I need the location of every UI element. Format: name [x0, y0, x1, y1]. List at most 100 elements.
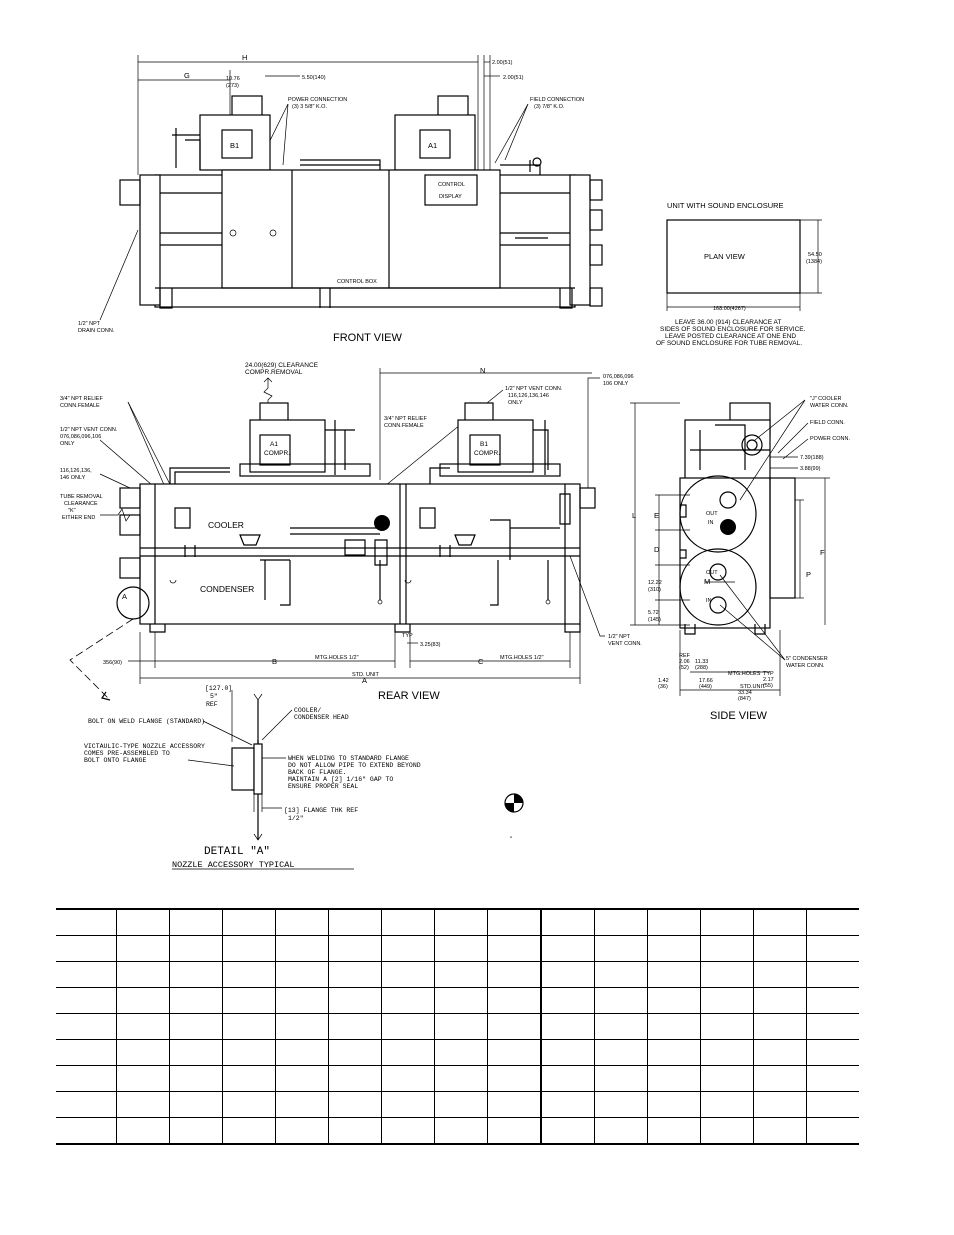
table-cell [56, 1091, 117, 1118]
table-cell [275, 1013, 329, 1040]
table-cell [753, 908, 807, 936]
models-label-1: 116,126,136, [60, 468, 92, 474]
table-cell [806, 1091, 859, 1118]
plan-view-label: PLAN VIEW [704, 252, 746, 261]
table-cell [328, 961, 382, 988]
table-cell [700, 1065, 754, 1092]
table-cell [169, 1039, 223, 1066]
side-view-title: SIDE VIEW [710, 710, 767, 722]
side-out-1: OUT [706, 511, 718, 517]
table-cell [806, 1065, 859, 1092]
dim-1076-label: 10.76 [226, 76, 240, 82]
side-out-2: OUT [706, 570, 718, 576]
enclosure-note-3: LEAVE POSTED CLEARANCE AT ONE END [665, 333, 796, 340]
rear-comp-a1-label: A1 [270, 441, 278, 448]
control-display-label-2: DISPLAY [439, 194, 462, 200]
dim-D-label: D [654, 545, 660, 554]
table-cell [381, 1117, 435, 1145]
enclosure-side-dim-mm: (1384) [806, 259, 822, 265]
dim-N-label: N [480, 366, 485, 375]
control-box-label: CONTROL BOX [337, 279, 377, 285]
tube-label-1: TUBE REMOVAL [60, 494, 103, 500]
relief-label-2: CONN.FEMALE [60, 403, 100, 409]
rear-view: 24.00(629) CLEARANCE COMPR.REMOVAL N 3/4… [60, 362, 642, 702]
typ-label: TYP [402, 633, 413, 639]
table-cell [275, 1065, 329, 1092]
models-top-label-1: 076,086,096 [603, 374, 634, 380]
table-cell [116, 908, 170, 936]
field-connection-size-label: (3) 7/8" K.O. [534, 104, 565, 110]
table-cell [594, 1065, 648, 1092]
table-cell [806, 1013, 859, 1040]
dim-1076-mm-label: (273) [226, 83, 239, 89]
table-cell [328, 1065, 382, 1092]
dim-325-label: 3.25(83) [420, 642, 441, 648]
field-conn-label: FIELD CONN. [810, 420, 845, 426]
j-cooler-label-2: WATER CONN. [810, 403, 849, 409]
detail-ref-2: 5" [210, 693, 218, 700]
detail-welding-label-4: MAINTAIN A [2] 1/16" GAP TO [288, 776, 393, 783]
vent-right-label-3: ONLY [508, 400, 523, 406]
table-cell [116, 935, 170, 962]
detail-ref-1: [127.0] [205, 685, 232, 692]
table-cell [647, 935, 701, 962]
dimensions-table [56, 908, 859, 1145]
table-row [56, 1117, 859, 1145]
table-cell [806, 987, 859, 1014]
table-cell [381, 1039, 435, 1066]
detail-subtitle: NOZZLE ACCESSORY TYPICAL [172, 860, 294, 870]
table-cell [434, 961, 488, 988]
field-connection-label: FIELD CONNECTION [530, 97, 584, 103]
table-cell [806, 1117, 859, 1145]
condenser-circle [679, 548, 757, 626]
table-cell [647, 1065, 701, 1092]
table-cell [381, 987, 435, 1014]
enclosure-bottom-dim: 168.00(4267) [713, 306, 746, 312]
table-row [56, 1013, 859, 1040]
mtg-holes-label-2: MTG.HOLES 1/2" [500, 655, 544, 661]
dim-200a-label: 2.00(51) [492, 60, 513, 66]
condenser-water-label-2: WATER CONN. [786, 663, 825, 669]
dim-1222-label: 12.22 [648, 580, 662, 586]
table-cell [540, 1039, 595, 1066]
detail-a-callout-letter: A [122, 592, 127, 601]
rear-comp-b1-label: B1 [480, 441, 488, 448]
table-cell [700, 1117, 754, 1145]
j-cooler-label-1: "J" COOLER [810, 396, 841, 402]
center-of-gravity-icon [504, 793, 524, 813]
detail-title: DETAIL "A" [204, 846, 270, 858]
drawing-canvas: H G 10.76 (273) 5.50(140) 2.00(51) 2.00(… [60, 53, 851, 870]
table-cell [647, 1013, 701, 1040]
table-row [56, 908, 859, 936]
dim-C-label: C [478, 657, 484, 666]
vent-left-label-2: 076,086,096,106 [60, 434, 101, 440]
dim-E-label: E [654, 511, 659, 520]
vent-conn-label-1: 1/2" NPT [608, 634, 631, 640]
enclosure-note-1: LEAVE 36.00 (914) CLEARANCE AT [675, 319, 781, 326]
dim-1133-mm-label: (288) [695, 665, 708, 671]
vent-right-label-1: 1/2" NPT VENT CONN. [505, 386, 563, 392]
table-cell [700, 1039, 754, 1066]
dim-388-label: 3.88(99) [800, 466, 821, 472]
ref-label: REF [679, 653, 691, 659]
table-cell [56, 935, 117, 962]
enclosure-note-4: OF SOUND ENCLOSURE FOR TUBE REMOVAL. [656, 340, 802, 347]
dim-A-label: A [362, 676, 367, 685]
dim-206-mm-label: (52) [679, 665, 689, 671]
table-cell [647, 908, 701, 936]
table-cell [116, 1039, 170, 1066]
table-cell [434, 1117, 488, 1145]
sound-enclosure: UNIT WITH SOUND ENCLOSURE PLAN VIEW 54.5… [656, 201, 822, 347]
table-cell [594, 1091, 648, 1118]
dim-1766-label: 17.66 [699, 678, 713, 684]
table-cell [222, 1039, 276, 1066]
table-cell [222, 1091, 276, 1118]
table-cell [116, 961, 170, 988]
table-cell [116, 1013, 170, 1040]
table-cell [753, 961, 807, 988]
dim-P-label: P [806, 570, 811, 579]
table-cell [753, 1065, 807, 1092]
table-cell [806, 961, 859, 988]
side-in-2: IN [706, 598, 712, 604]
table-cell [540, 987, 595, 1014]
